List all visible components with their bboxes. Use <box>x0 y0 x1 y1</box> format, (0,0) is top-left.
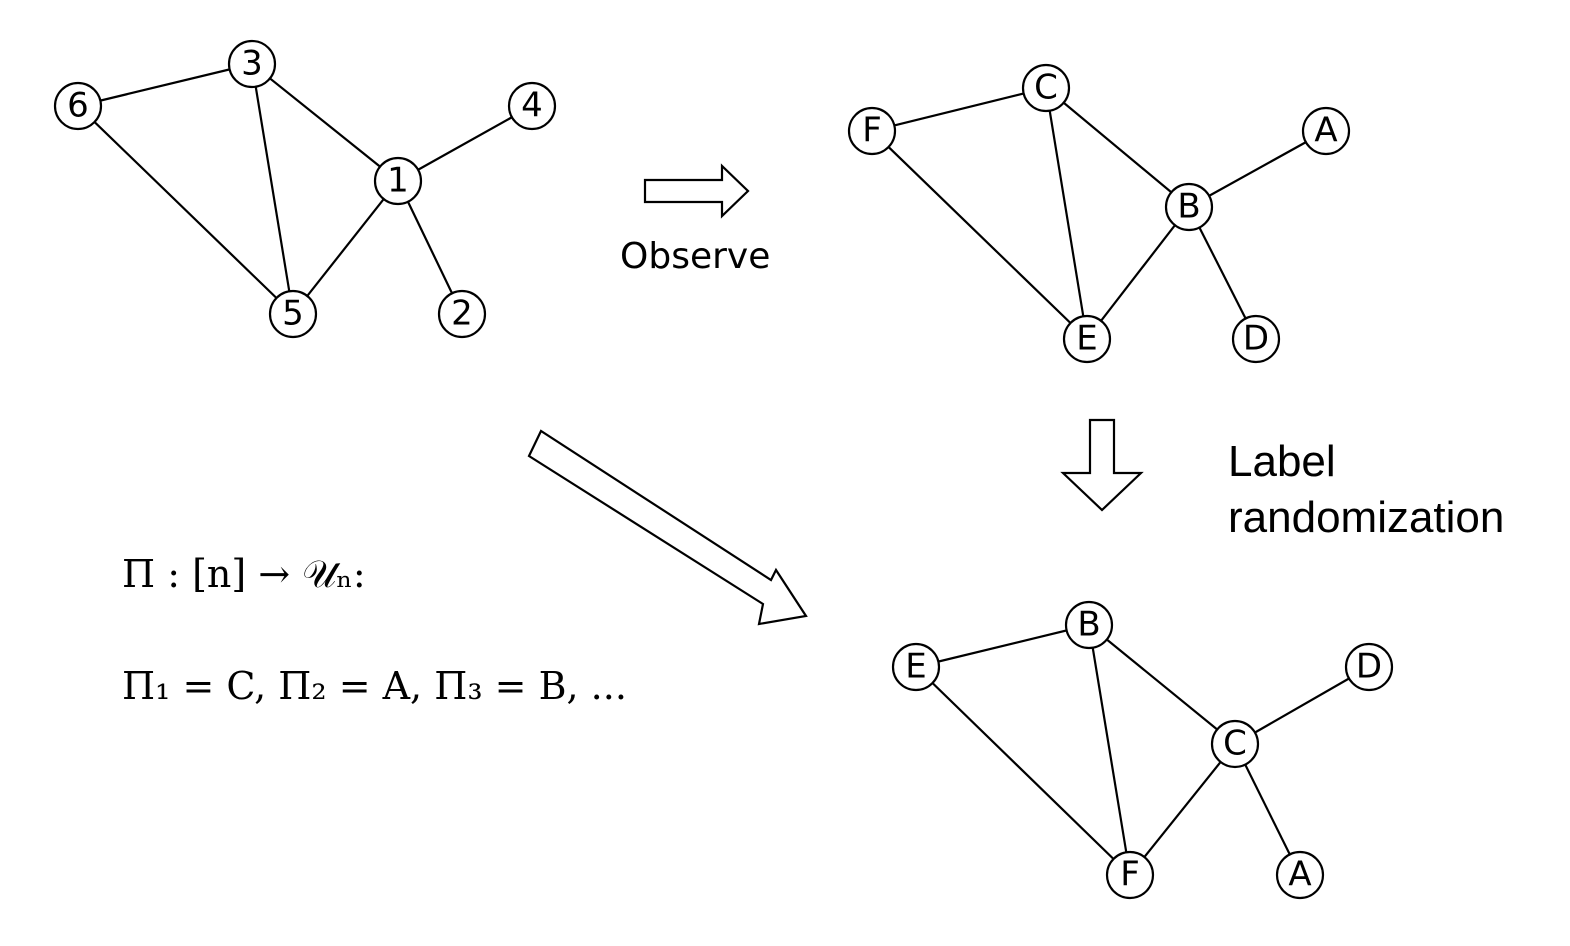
original-edge-1-4 <box>397 105 533 182</box>
node-circle <box>1062 314 1112 364</box>
node-label: E <box>905 647 926 687</box>
node-label: E <box>1076 319 1097 359</box>
node-circle <box>891 642 941 692</box>
node-label: B <box>1077 605 1100 645</box>
direct-mapping-arrow <box>527 429 808 626</box>
node-circle <box>1021 63 1071 113</box>
observed-edge-F-E <box>871 130 1088 340</box>
node-circle <box>437 289 487 339</box>
original-edge-1-2 <box>397 180 463 315</box>
randomized-node-B: B <box>1064 600 1114 650</box>
node-circle <box>227 39 277 89</box>
original-edge-6-3 <box>77 62 253 108</box>
label-randomization-line2: randomization <box>1228 493 1505 542</box>
observed-node-D: D <box>1231 314 1281 364</box>
node-circle <box>373 156 423 206</box>
node-circle <box>1301 106 1351 156</box>
node-label: C <box>1034 68 1058 108</box>
label-randomization-label: Label randomization <box>1228 434 1504 546</box>
node-circle <box>268 289 318 339</box>
node-label: C <box>1223 724 1247 764</box>
original-edge-3-1 <box>251 63 399 182</box>
observed-node-E: E <box>1062 314 1112 364</box>
node-label: 1 <box>387 161 409 201</box>
permutation-examples: Π₁ = C, Π₂ = A, Π₃ = B, ... <box>122 664 627 708</box>
observed-edge-B-E <box>1086 206 1190 340</box>
node-circle <box>1231 314 1281 364</box>
node-label: 2 <box>451 294 473 334</box>
original-edge-1-5 <box>292 180 399 315</box>
original-edge-6-5 <box>77 105 294 315</box>
randomized-node-C: C <box>1210 719 1260 769</box>
randomized-node-F: F <box>1105 850 1155 900</box>
original-node-6: 6 <box>53 81 103 131</box>
randomized-edge-C-F <box>1129 743 1236 876</box>
node-label: 4 <box>521 86 543 126</box>
node-circle <box>507 81 557 131</box>
node-label: 6 <box>67 86 89 126</box>
node-circle <box>1064 600 1114 650</box>
observe-arrow <box>643 163 750 219</box>
node-circle <box>1164 182 1214 232</box>
original-edge-3-5 <box>250 63 295 315</box>
nodes-layer: 1 2 3 4 5 6A B C D E F A B C D E F <box>53 39 1394 900</box>
observed-edge-F-C <box>871 86 1047 133</box>
observe-label: Observe <box>620 236 771 277</box>
original-node-5: 5 <box>268 289 318 339</box>
randomized-node-D: D <box>1344 642 1394 692</box>
observed-node-F: F <box>847 106 897 156</box>
node-circle <box>847 106 897 156</box>
node-label: F <box>862 111 882 151</box>
randomized-edge-B-F <box>1087 624 1132 876</box>
node-label: D <box>1243 319 1269 359</box>
original-node-1: 1 <box>373 156 423 206</box>
randomized-node-A: A <box>1275 850 1325 900</box>
permutation-definition: Π : [n] → 𝒰ₙ: <box>122 552 366 596</box>
node-circle <box>1344 642 1394 692</box>
randomized-edge-C-A <box>1234 743 1301 876</box>
node-label: 5 <box>282 294 304 334</box>
original-node-4: 4 <box>507 81 557 131</box>
node-circle <box>1105 850 1155 900</box>
original-node-2: 2 <box>437 289 487 339</box>
randomized-edge-E-F <box>915 666 1131 876</box>
observed-edge-B-D <box>1188 206 1257 340</box>
observed-edge-B-A <box>1188 130 1327 208</box>
node-circle <box>1210 719 1260 769</box>
label-randomization-line1: Label <box>1228 437 1336 486</box>
node-label: A <box>1288 855 1311 895</box>
randomized-edge-E-B <box>915 623 1090 669</box>
observed-node-A: A <box>1301 106 1351 156</box>
original-node-3: 3 <box>227 39 277 89</box>
edges-layer <box>77 62 1370 876</box>
observed-node-C: C <box>1021 63 1071 113</box>
randomized-edge-B-C <box>1088 624 1236 745</box>
node-label: B <box>1177 187 1200 227</box>
observed-edge-C-B <box>1045 87 1190 208</box>
observed-edge-C-E <box>1044 87 1089 340</box>
randomized-edge-C-D <box>1234 666 1370 745</box>
node-label: D <box>1356 647 1382 687</box>
node-label: A <box>1314 111 1337 151</box>
node-circle <box>1275 850 1325 900</box>
node-label: F <box>1120 855 1140 895</box>
node-circle <box>53 81 103 131</box>
observed-node-B: B <box>1164 182 1214 232</box>
node-label: 3 <box>241 44 263 84</box>
randomized-node-E: E <box>891 642 941 692</box>
label-randomization-arrow <box>1060 418 1144 512</box>
